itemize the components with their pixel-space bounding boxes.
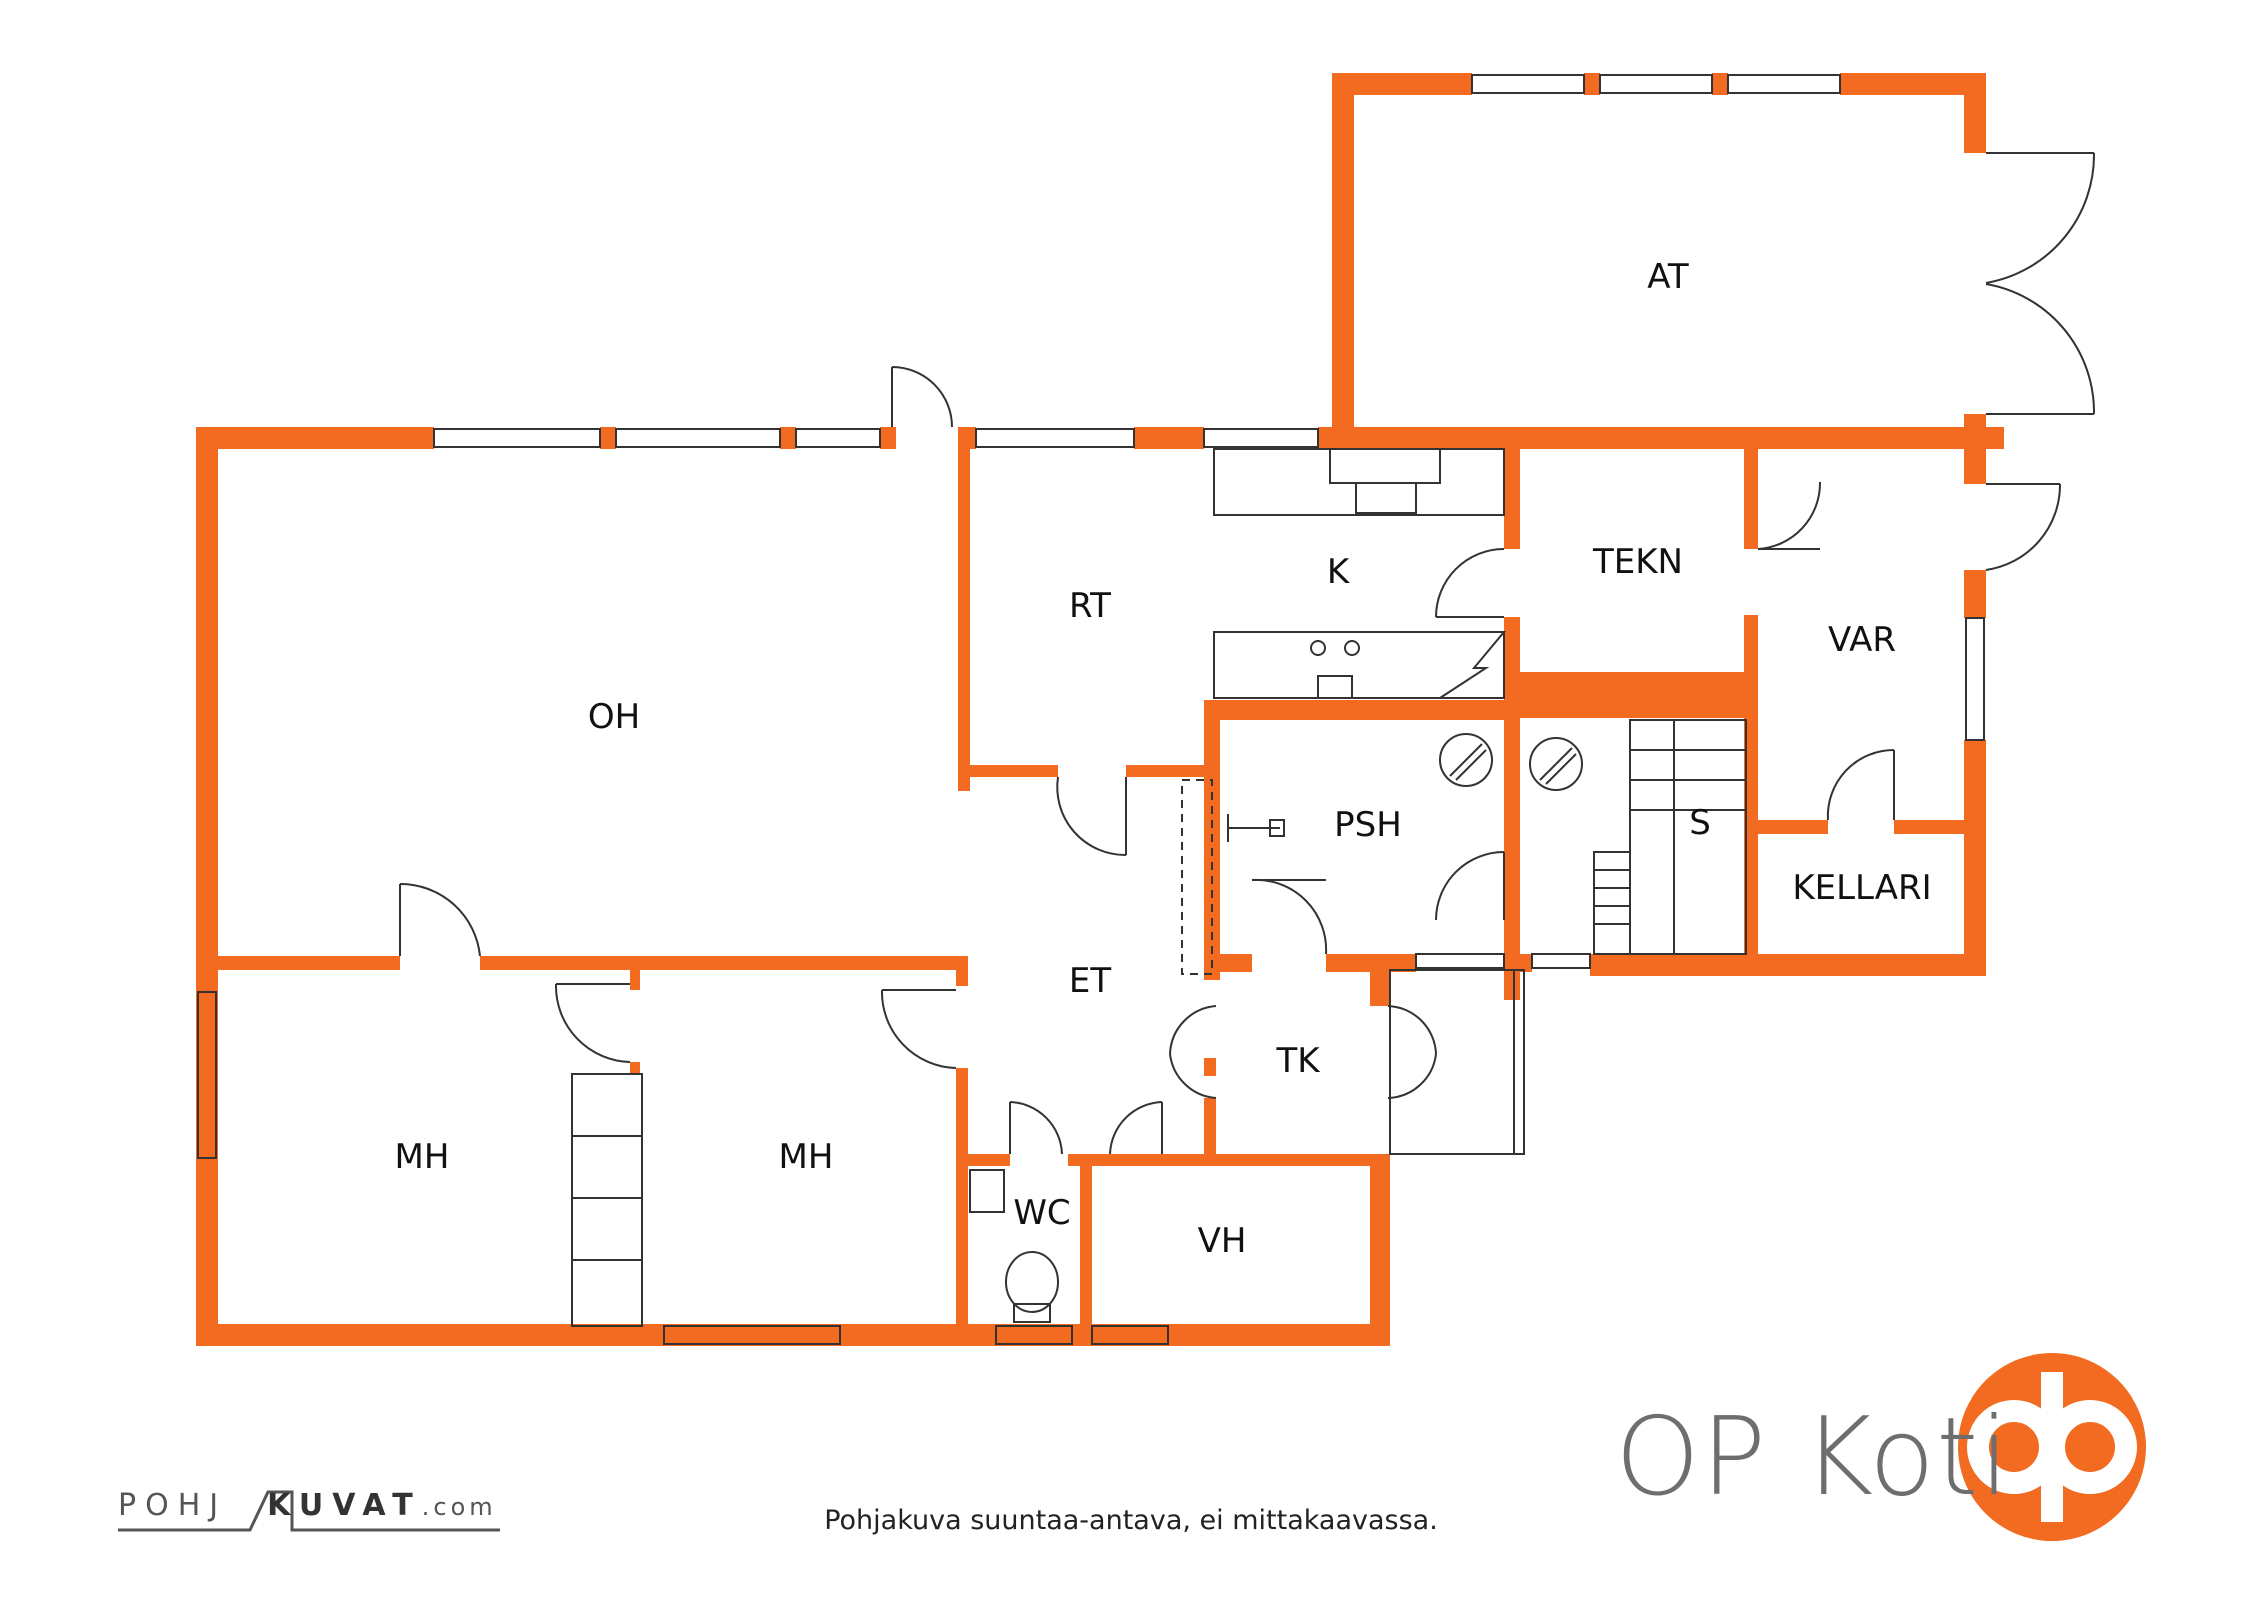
- op-logo: [1958, 1353, 2146, 1541]
- room-label-et: ET: [1069, 961, 1111, 1001]
- room-label-k: K: [1327, 552, 1351, 592]
- room-label-at: AT: [1647, 257, 1689, 297]
- room-labels: AT OH RT K TEKN VAR PSH S KELLARI ET TK …: [395, 257, 1932, 1261]
- room-label-kellari: KELLARI: [1792, 868, 1931, 908]
- room-label-rt: RT: [1069, 586, 1111, 626]
- room-label-oh: OH: [588, 697, 640, 737]
- room-label-tk: TK: [1275, 1041, 1321, 1081]
- doors: [399, 152, 2096, 1155]
- room-label-s: S: [1689, 803, 1711, 843]
- room-label-psh: PSH: [1334, 805, 1402, 845]
- pohjakuvat-logo-mark: [118, 1490, 500, 1532]
- room-label-vh: VH: [1198, 1221, 1247, 1261]
- fixtures: [571, 448, 1747, 1327]
- logo-part-2: KUVAT: [267, 1488, 422, 1523]
- walls: [196, 73, 2004, 1346]
- room-label-mh-2: MH: [779, 1137, 834, 1177]
- room-label-tekn: TEKN: [1592, 542, 1683, 582]
- windows: [197, 74, 1985, 1345]
- logo-part-1: POHJ: [118, 1488, 228, 1523]
- logo-part-3: .com: [421, 1493, 497, 1521]
- brand-name: OP Koti: [1615, 1395, 2011, 1520]
- disclaimer-text: Pohjakuva suuntaa-antava, ei mittakaavas…: [824, 1505, 1438, 1536]
- room-label-var: VAR: [1828, 620, 1896, 660]
- room-label-mh-1: MH: [395, 1137, 450, 1177]
- pohjakuvat-logo: POHJ KUVAT.com: [118, 1488, 497, 1523]
- room-label-wc: WC: [1013, 1193, 1070, 1233]
